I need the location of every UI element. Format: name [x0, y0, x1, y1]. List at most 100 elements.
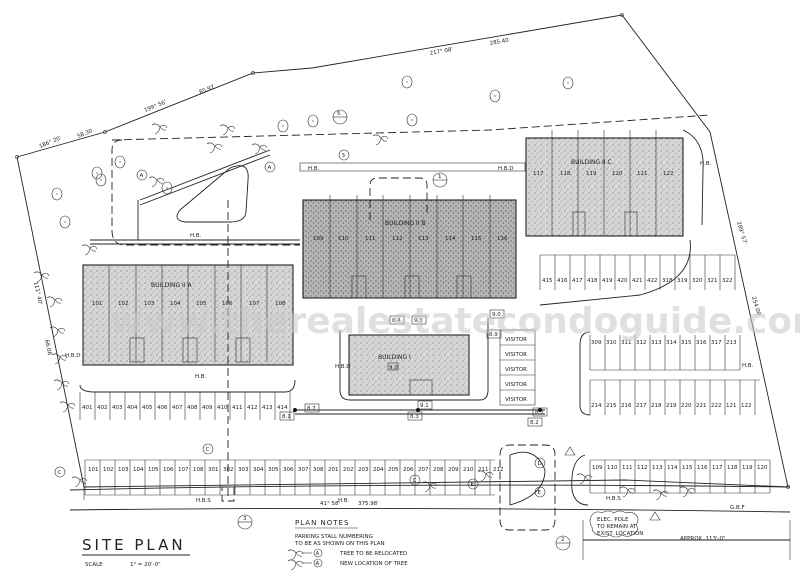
svg-text:205: 205 — [388, 467, 399, 473]
building-iic: BUILDING II C 117 118 119 120 121 122 — [525, 130, 684, 237]
svg-text:105: 105 — [196, 301, 207, 307]
title-block: SITE PLAN SCALE 1" = 20'-0" — [82, 536, 190, 568]
svg-text:212: 212 — [493, 467, 504, 473]
svg-text:103: 103 — [144, 301, 155, 307]
svg-text:9.0: 9.0 — [389, 365, 398, 371]
svg-text:307: 307 — [298, 467, 309, 473]
svg-text:311: 311 — [621, 340, 632, 346]
svg-text:219: 219 — [666, 403, 677, 409]
svg-text:303: 303 — [238, 467, 249, 473]
svg-text:TO REMAIN AT: TO REMAIN AT — [596, 524, 637, 530]
svg-text:BUILDING I: BUILDING I — [378, 354, 411, 361]
parking-row-south-east: 109 110 111 112 113 114 115 116 117 118 … — [571, 454, 771, 511]
svg-text:120: 120 — [612, 171, 623, 177]
svg-text:104: 104 — [170, 301, 181, 307]
svg-text:A: A — [316, 561, 320, 567]
svg-text:1: 1 — [438, 174, 442, 180]
svg-text:PARKING STALL NUMBERING: PARKING STALL NUMBERING — [295, 534, 373, 540]
svg-text:405: 405 — [142, 405, 153, 411]
svg-text:305: 305 — [268, 467, 279, 473]
svg-text:301: 301 — [208, 467, 219, 473]
parking-row-200: 214 215 216 217 218 219 220 221 222 121 … — [589, 363, 760, 415]
svg-text:E: E — [538, 490, 542, 496]
svg-text:206: 206 — [403, 467, 414, 473]
svg-text:289° 57': 289° 57' — [735, 221, 747, 245]
svg-text:313: 313 — [651, 340, 662, 346]
svg-text:402: 402 — [97, 405, 108, 411]
svg-text:9.1: 9.1 — [420, 403, 429, 409]
svg-text:112: 112 — [392, 236, 403, 242]
svg-text:118: 118 — [727, 465, 738, 471]
svg-text:412: 412 — [247, 405, 258, 411]
svg-text:3: 3 — [243, 516, 247, 522]
building-iia: BUILDING II A 101 102 103 104 105 106 10… — [82, 264, 294, 366]
svg-text:401: 401 — [82, 405, 93, 411]
svg-text:VISITOR: VISITOR — [505, 337, 527, 343]
svg-text:321: 321 — [707, 278, 718, 284]
svg-text:108: 108 — [193, 467, 204, 473]
svg-text:H.B.: H.B. — [190, 233, 202, 239]
parking-row-300: 309 310 311 312 313 314 315 316 317 213 — [579, 331, 741, 416]
svg-text:8.7: 8.7 — [535, 410, 544, 416]
svg-text:H.B.: H.B. — [742, 363, 754, 369]
svg-text:A: A — [140, 173, 144, 179]
svg-text:BUILDING II A: BUILDING II A — [151, 282, 193, 289]
svg-text:111: 111 — [622, 465, 633, 471]
svg-text:E: E — [471, 482, 475, 488]
svg-text:306: 306 — [283, 467, 294, 473]
svg-text:G.B.F: G.B.F — [730, 505, 745, 511]
svg-text:411: 411 — [232, 405, 243, 411]
svg-text:ELEC. POLE: ELEC. POLE — [597, 517, 629, 523]
svg-text:101: 101 — [92, 301, 103, 307]
svg-text:422: 422 — [647, 278, 658, 284]
svg-text:VISITOR: VISITOR — [505, 367, 527, 373]
svg-text:304: 304 — [253, 467, 264, 473]
svg-text:H.B.: H.B. — [195, 374, 207, 380]
svg-text:408: 408 — [187, 405, 198, 411]
svg-text:285.40: 285.40 — [489, 38, 509, 47]
svg-text:318: 318 — [662, 278, 673, 284]
svg-text:314: 314 — [666, 340, 677, 346]
svg-text:109: 109 — [592, 465, 603, 471]
svg-text:105: 105 — [148, 467, 159, 473]
svg-text:375.98': 375.98' — [358, 501, 379, 507]
svg-text:210: 210 — [463, 467, 474, 473]
svg-text:BUILDING II C: BUILDING II C — [571, 159, 612, 166]
elec-pole-note: ELEC. POLE TO REMAIN AT EXIST. LOCATION — [589, 510, 643, 538]
svg-text:208: 208 — [433, 467, 444, 473]
svg-text:221: 221 — [696, 403, 707, 409]
svg-text:121: 121 — [726, 403, 737, 409]
svg-text:113: 113 — [418, 236, 429, 242]
parking-row-400-west: 401 402 403 404 405 406 407 408 409 410 … — [79, 379, 296, 420]
svg-text:116: 116 — [497, 236, 508, 242]
svg-text:110: 110 — [338, 236, 349, 242]
svg-text:120: 120 — [757, 465, 768, 471]
svg-text:217: 217 — [636, 403, 647, 409]
svg-text:2: 2 — [561, 537, 565, 543]
svg-text:310: 310 — [606, 340, 617, 346]
svg-text:308: 308 — [313, 467, 324, 473]
svg-text:254.00: 254.00 — [750, 296, 761, 317]
svg-text:110: 110 — [607, 465, 618, 471]
svg-text:A: A — [316, 551, 320, 557]
svg-text:8.2: 8.2 — [530, 420, 539, 426]
svg-text:TO BE AS SHOWN ON THIS PLAN: TO BE AS SHOWN ON THIS PLAN — [294, 541, 385, 547]
svg-text:58.30: 58.30 — [77, 128, 94, 140]
svg-text:5: 5 — [337, 111, 341, 117]
svg-text:115: 115 — [471, 236, 482, 242]
visitor-parking: VISITOR VISITOR VISITOR VISITOR VISITOR — [499, 329, 536, 406]
svg-text:H.B.S: H.B.S — [196, 498, 211, 504]
svg-text:213: 213 — [726, 340, 737, 346]
svg-text:A: A — [268, 165, 272, 171]
svg-text:8.7: 8.7 — [307, 406, 316, 412]
svg-text:114: 114 — [445, 236, 456, 242]
svg-text:8.9: 8.9 — [489, 332, 498, 338]
svg-text:107: 107 — [249, 301, 260, 307]
svg-text:9.0: 9.0 — [492, 312, 501, 318]
building-iib: BUILDING II B 109 110 111 112 113 114 11… — [302, 177, 517, 299]
callouts: A A 3 C C C E D E 5 3 2 1 — [54, 109, 571, 551]
svg-text:404: 404 — [127, 405, 138, 411]
svg-text:418: 418 — [587, 278, 598, 284]
svg-text:9.3: 9.3 — [414, 318, 423, 324]
